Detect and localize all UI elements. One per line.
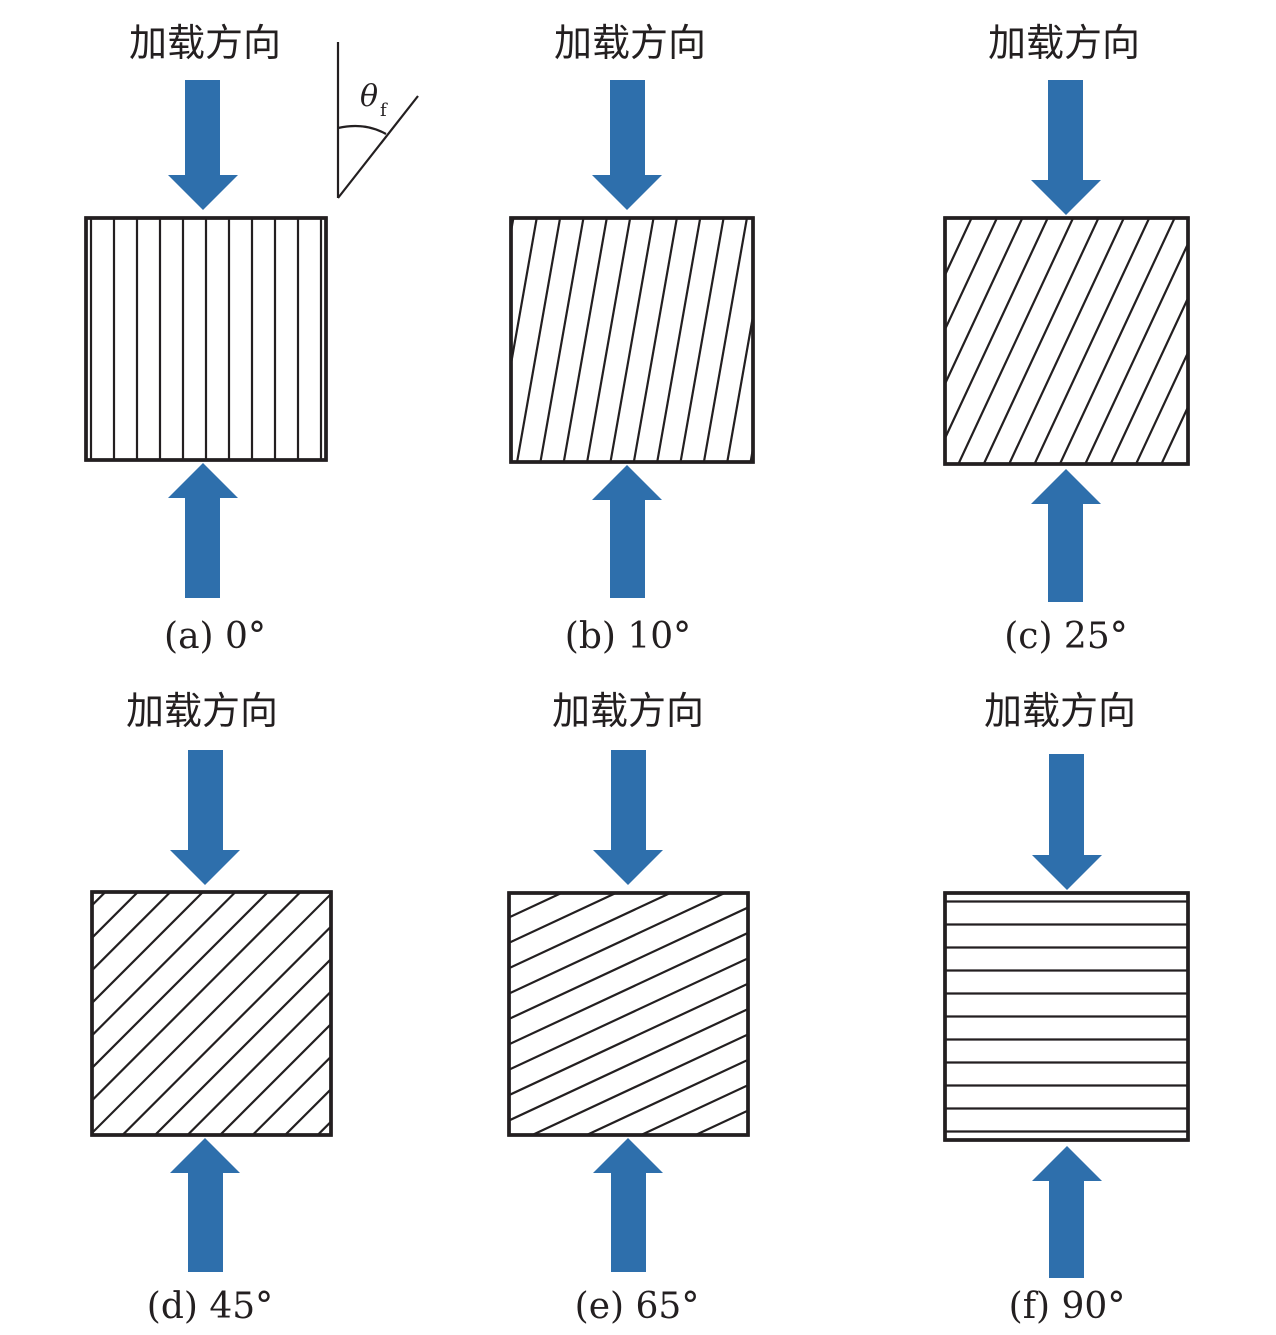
arrow-up-icon [168, 463, 238, 598]
fiber-line [656, 218, 702, 462]
fiber-direction-line [337, 95, 419, 199]
fiber-line [509, 1007, 748, 1122]
specimen-c [943, 216, 1190, 466]
fiber-line [509, 893, 619, 945]
fiber-line [1033, 218, 1151, 464]
fiber-line [702, 218, 749, 462]
fiber-line [120, 924, 331, 1135]
fiber-line [1134, 349, 1188, 464]
load-direction-label: 加载方向 [129, 21, 281, 65]
panel-caption: (a) 0° [164, 616, 266, 657]
panel-b: 加载方向 (b) 10° [391, 0, 873, 711]
arrow-down-icon [593, 750, 663, 885]
fiber-line [92, 892, 172, 972]
load-direction-label: 加载方向 [988, 21, 1140, 65]
fiber-hatching [89, 218, 323, 460]
fiber-line [283, 1087, 331, 1135]
arrow-up-icon [592, 465, 662, 598]
panel-d: 加载方向 (d) 45° [90, 689, 333, 1327]
fiber-line [92, 892, 270, 1070]
fiber-line [529, 1033, 748, 1135]
fiber-line [218, 1022, 331, 1135]
panel-caption: (c) 25° [1004, 616, 1128, 657]
angle-definition-sketch: θ f [336, 42, 419, 199]
panel-caption: (d) 45° [147, 1286, 273, 1327]
fiber-line [509, 906, 748, 1021]
panel-c: 加载方向 (c) 25° [943, 21, 1190, 657]
fiber-line [515, 218, 562, 462]
fiber-line [957, 218, 1075, 464]
fiber-line [632, 218, 678, 462]
specimen-d [90, 890, 333, 1137]
panel-a: 加载方向 (a) 0° [84, 21, 328, 657]
fiber-line [92, 892, 303, 1103]
fiber-line [562, 218, 608, 462]
fiber-line [584, 1058, 748, 1135]
panel-caption: (f) 90° [1009, 1286, 1126, 1327]
fiber-line [586, 218, 632, 462]
arrow-down-icon [170, 750, 240, 885]
fiber-line [251, 1055, 331, 1135]
specimen-e [507, 891, 750, 1137]
arrow-up-icon [1032, 1146, 1102, 1278]
fiber-line [1058, 218, 1176, 464]
fiber-line [511, 218, 538, 371]
fiber-line [92, 892, 331, 1135]
fiber-line [945, 218, 1024, 387]
fiber-hatching [945, 218, 1188, 464]
fiber-line [92, 892, 237, 1037]
fiber-line [1007, 218, 1126, 464]
load-direction-label: 加载方向 [554, 21, 706, 65]
fiber-line [391, 0, 510, 646]
fiber-line [982, 218, 1100, 464]
fiber-line [539, 218, 585, 462]
fiber-line [509, 982, 748, 1097]
arrow-up-icon [170, 1138, 240, 1272]
fiber-hatching [945, 900, 1188, 1133]
fiber-line [638, 1083, 748, 1135]
panel-e: 加载方向 (e) 65° [507, 689, 750, 1327]
specimen-a [84, 216, 328, 462]
fiber-hatching [92, 892, 331, 1135]
fiber-line [609, 218, 655, 462]
fiber-line [1084, 241, 1188, 464]
arrow-down-icon [592, 80, 662, 210]
specimen-b [391, 0, 873, 711]
fiber-line [186, 990, 331, 1135]
arrow-up-icon [593, 1138, 663, 1272]
fiber-line [92, 892, 107, 907]
specimen-f [943, 891, 1190, 1142]
angle-arc [337, 124, 387, 135]
fiber-line [945, 218, 999, 333]
fiber-hatching [509, 893, 748, 1135]
arrow-down-icon [1031, 80, 1101, 215]
theta-subscript: f [380, 100, 388, 121]
panel-caption: (e) 65° [575, 1286, 700, 1327]
fiber-line [509, 957, 748, 1071]
fiber-line [945, 218, 1049, 441]
fiber-line [726, 309, 753, 462]
fiber-hatching [391, 0, 873, 711]
fiber-line [679, 218, 725, 462]
fiber-line [509, 931, 748, 1046]
fiber-line [92, 892, 205, 1005]
fiber-line [754, 34, 873, 711]
arrow-up-icon [1031, 469, 1101, 602]
fiber-line [1109, 295, 1188, 464]
fiber-line [92, 892, 140, 940]
fiber-line [153, 957, 331, 1135]
fiber-line [509, 893, 673, 970]
load-direction-label: 加载方向 [126, 689, 278, 733]
arrow-down-icon [168, 80, 238, 210]
panel-f: 加载方向 (f) 90° [943, 689, 1190, 1327]
fiber-line [509, 893, 728, 995]
load-direction-label: 加载方向 [552, 689, 704, 733]
panel-caption: (b) 10° [565, 616, 691, 657]
arrow-down-icon [1032, 754, 1102, 890]
theta-symbol: θ [360, 79, 378, 114]
load-direction-label: 加载方向 [984, 689, 1136, 733]
fiber-line [316, 1120, 331, 1135]
